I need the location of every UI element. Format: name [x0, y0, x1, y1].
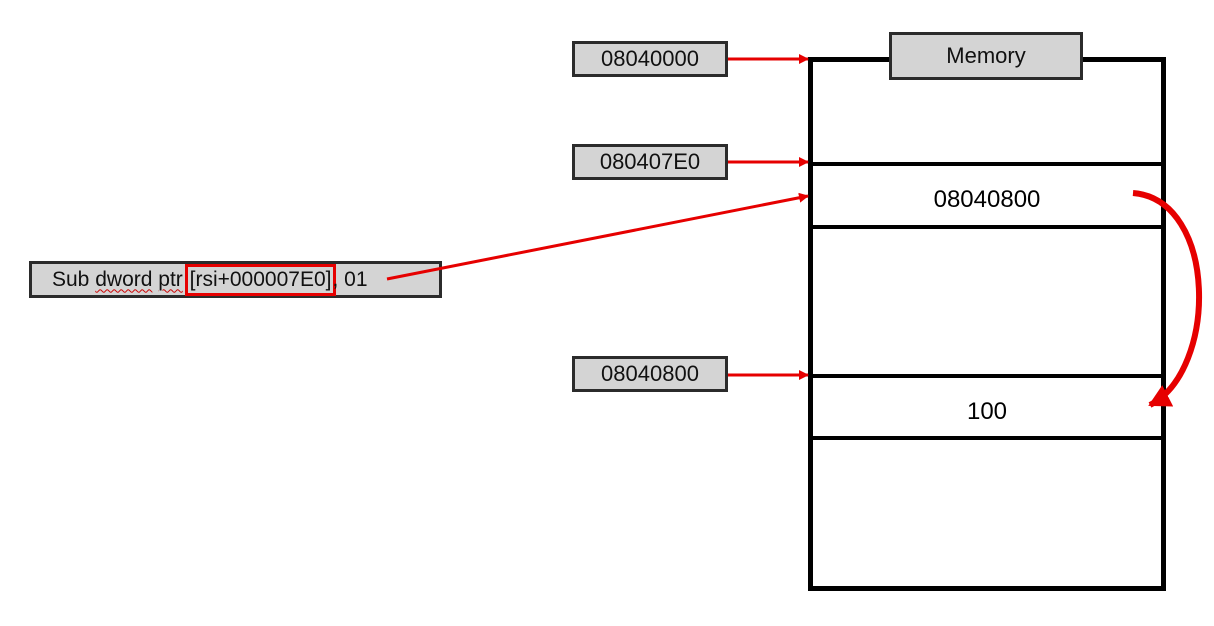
memory-divider: [813, 162, 1161, 166]
address-label-080407e0: 080407E0: [572, 144, 728, 180]
memory-cell-1: 08040800: [933, 186, 1041, 213]
memory-title: Memory: [889, 32, 1083, 80]
memory-cell-3: 100: [966, 398, 1008, 425]
instruction-size-keyword: dword: [95, 267, 153, 291]
address-label-08040800: 08040800: [572, 356, 728, 392]
address-label-08040000: 08040000: [572, 41, 728, 77]
memory-block: 08040800 100: [808, 57, 1166, 591]
memory-title-text: Memory: [946, 43, 1026, 68]
address-text: 08040000: [601, 46, 699, 71]
instruction-mnemonic: Sub: [52, 267, 90, 291]
instruction-immediate: , 01: [332, 267, 368, 291]
address-text: 080407E0: [599, 149, 701, 174]
memory-divider: [813, 374, 1161, 378]
instruction-memory-operand: [rsi+000007E0]: [184, 263, 337, 296]
instruction-ptr-keyword: ptr: [158, 267, 183, 291]
instruction-box: Sub dword ptr [rsi+000007E0], 01: [29, 261, 442, 298]
address-text: 08040800: [601, 361, 699, 386]
operand-arrow: [386, 192, 809, 281]
memory-divider: [813, 436, 1161, 440]
memory-divider: [813, 225, 1161, 229]
